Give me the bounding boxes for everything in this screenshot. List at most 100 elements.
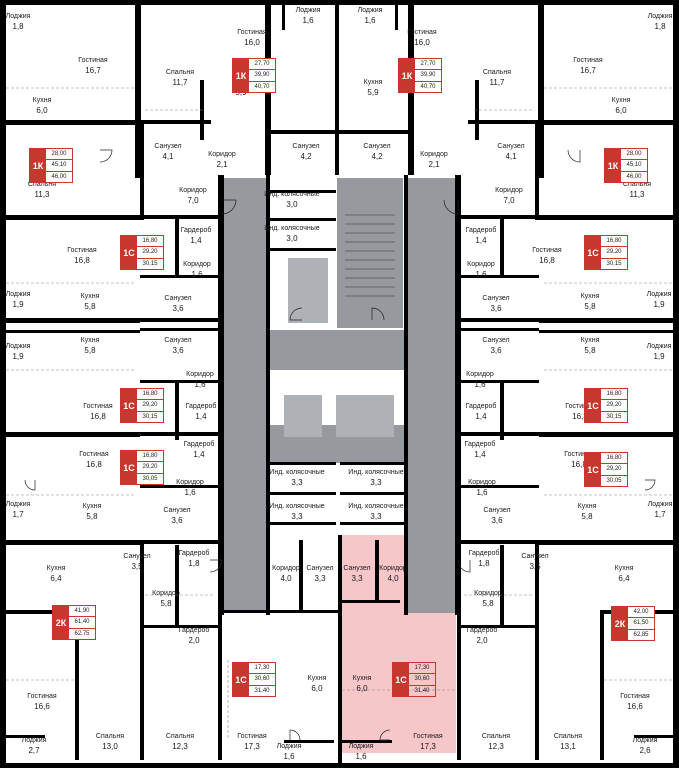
apartment-type: 1С (121, 389, 137, 422)
room-area: 1,9 (653, 300, 665, 309)
room-area: 1,6 (191, 270, 203, 279)
wall (457, 615, 461, 760)
core-lobby (268, 330, 408, 370)
room-name: Санузел (343, 565, 371, 572)
room-area: 1,7 (654, 510, 666, 519)
wall (282, 0, 285, 30)
room-name: Гостиная (27, 693, 57, 700)
wall (0, 763, 679, 768)
apartment-type: 1К (30, 149, 46, 182)
wall (0, 540, 140, 545)
room-name: Кухня (307, 675, 327, 682)
room-name: Санузел (163, 507, 191, 514)
wall (0, 120, 140, 125)
apartment-area: 30,15 (601, 410, 627, 422)
wall (218, 615, 222, 760)
wall (140, 275, 222, 278)
wall (539, 318, 679, 323)
room-area: 7,0 (503, 196, 515, 205)
apartment-type: 1С (233, 663, 249, 696)
wall (335, 0, 339, 175)
room-name: Спальня (482, 69, 512, 76)
apartment-area: 29,20 (137, 399, 163, 410)
room-name: Гостиная (564, 451, 594, 458)
room-label: Гостиная 16,6 (27, 692, 56, 712)
room-area: 16,6 (34, 702, 50, 711)
room-area: 3,6 (172, 346, 184, 355)
room-name: Лоджия (357, 7, 383, 14)
wall (141, 120, 211, 124)
room-area: 5,8 (581, 512, 593, 521)
wall (0, 0, 679, 5)
wall (457, 318, 539, 322)
room-name: Гостиная (620, 693, 650, 700)
room-name: Гардероб (465, 227, 497, 234)
room-name: Коридор (379, 565, 407, 572)
wall (175, 215, 179, 275)
room-name: Спальня (622, 181, 652, 188)
room-area: 2,1 (428, 160, 440, 169)
wall (270, 218, 336, 221)
room-name: Коридор (186, 371, 214, 378)
room-area: 11,7 (172, 78, 188, 87)
wall (539, 540, 679, 545)
room-name: Лоджия (295, 7, 321, 14)
room-area: 1,4 (195, 412, 207, 421)
room-area: 5,8 (482, 599, 494, 608)
room-area: 1,6 (476, 488, 488, 497)
room-name: Инд. колясочные (269, 503, 325, 510)
room-name: Гардероб (183, 441, 215, 448)
room-area: 1,4 (475, 412, 487, 421)
room-area: 16,8 (572, 412, 588, 421)
room-name: Лоджия (646, 291, 672, 298)
room-name: Кухня (580, 337, 600, 344)
apartment-area: 28,00 (51, 151, 67, 157)
wall (175, 545, 179, 625)
wall (340, 492, 404, 495)
room-area: 1,8 (12, 22, 24, 31)
apartment-area: 30,15 (601, 257, 627, 269)
room-area: 4,1 (162, 152, 174, 161)
room-area: 3,0 (286, 200, 298, 209)
room-area: 4,2 (300, 152, 312, 161)
wall (0, 610, 75, 614)
room-area: 4,2 (371, 152, 383, 161)
room-name: Инд. колясочные (348, 469, 404, 476)
wall (140, 318, 222, 322)
room-area: 16,8 (571, 460, 587, 469)
